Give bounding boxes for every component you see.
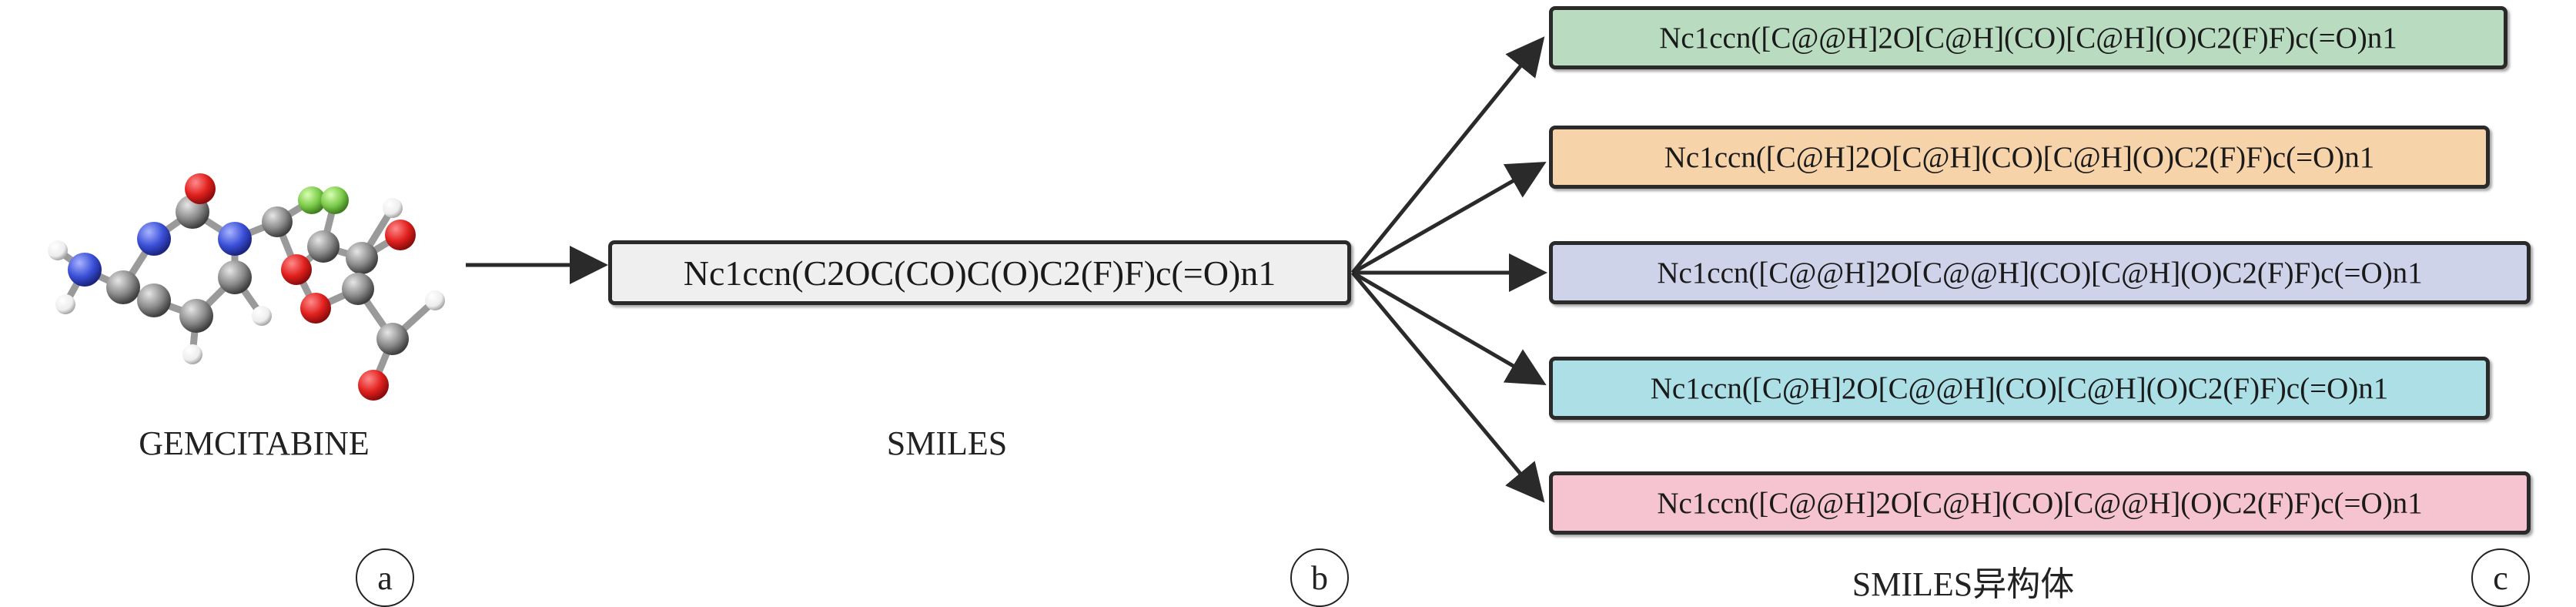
molecule-name-label: GEMCITABINE: [139, 424, 370, 462]
panel-marker-c: c: [2471, 548, 2530, 607]
panel-marker-b: b: [1290, 548, 1349, 607]
isomer-box-2: Nc1ccn([C@H]2O[C@H](CO)[C@H](O)C2(F)F)c(…: [1549, 126, 2490, 189]
isomer-box-5: Nc1ccn([C@@H]2O[C@H](CO)[C@@H](O)C2(F)F)…: [1549, 471, 2531, 535]
isomer-box-4: Nc1ccn([C@H]2O[C@@H](CO)[C@H](O)C2(F)F)c…: [1549, 357, 2490, 420]
arrow-b-to-isomer-2: [1351, 162, 1547, 275]
arrow-b-to-isomer-4: [1351, 270, 1547, 386]
arrow-b-to-isomer-1: [1351, 36, 1545, 274]
smiles-box: Nc1ccn(C2OC(CO)C(O)C2(F)F)c(=O)n1: [608, 240, 1351, 305]
gemcitabine-molecule-image: [48, 173, 445, 401]
smiles-label: SMILES: [886, 424, 1008, 462]
arrow-b-to-isomer-5: [1351, 271, 1545, 503]
smiles-text: Nc1ccn(C2OC(CO)C(O)C2(F)F)c(=O)n1: [683, 253, 1276, 293]
isomer-box-1: Nc1ccn([C@@H]2O[C@H](CO)[C@H](O)C2(F)F)c…: [1549, 6, 2507, 69]
isomer-smiles-4: Nc1ccn([C@H]2O[C@@H](CO)[C@H](O)C2(F)F)c…: [1650, 371, 2389, 405]
isomer-smiles-1: Nc1ccn([C@@H]2O[C@H](CO)[C@H](O)C2(F)F)c…: [1659, 21, 2397, 55]
isomer-smiles-3: Nc1ccn([C@@H]2O[C@@H](CO)[C@H](O)C2(F)F)…: [1657, 256, 2423, 290]
isomers-label: SMILES异构体: [1852, 565, 2075, 603]
isomer-smiles-2: Nc1ccn([C@H]2O[C@H](CO)[C@H](O)C2(F)F)c(…: [1664, 140, 2375, 174]
panel-marker-a: a: [356, 548, 414, 607]
isomer-box-3: Nc1ccn([C@@H]2O[C@@H](CO)[C@H](O)C2(F)F)…: [1549, 241, 2531, 304]
isomer-smiles-5: Nc1ccn([C@@H]2O[C@H](CO)[C@@H](O)C2(F)F)…: [1657, 486, 2423, 520]
